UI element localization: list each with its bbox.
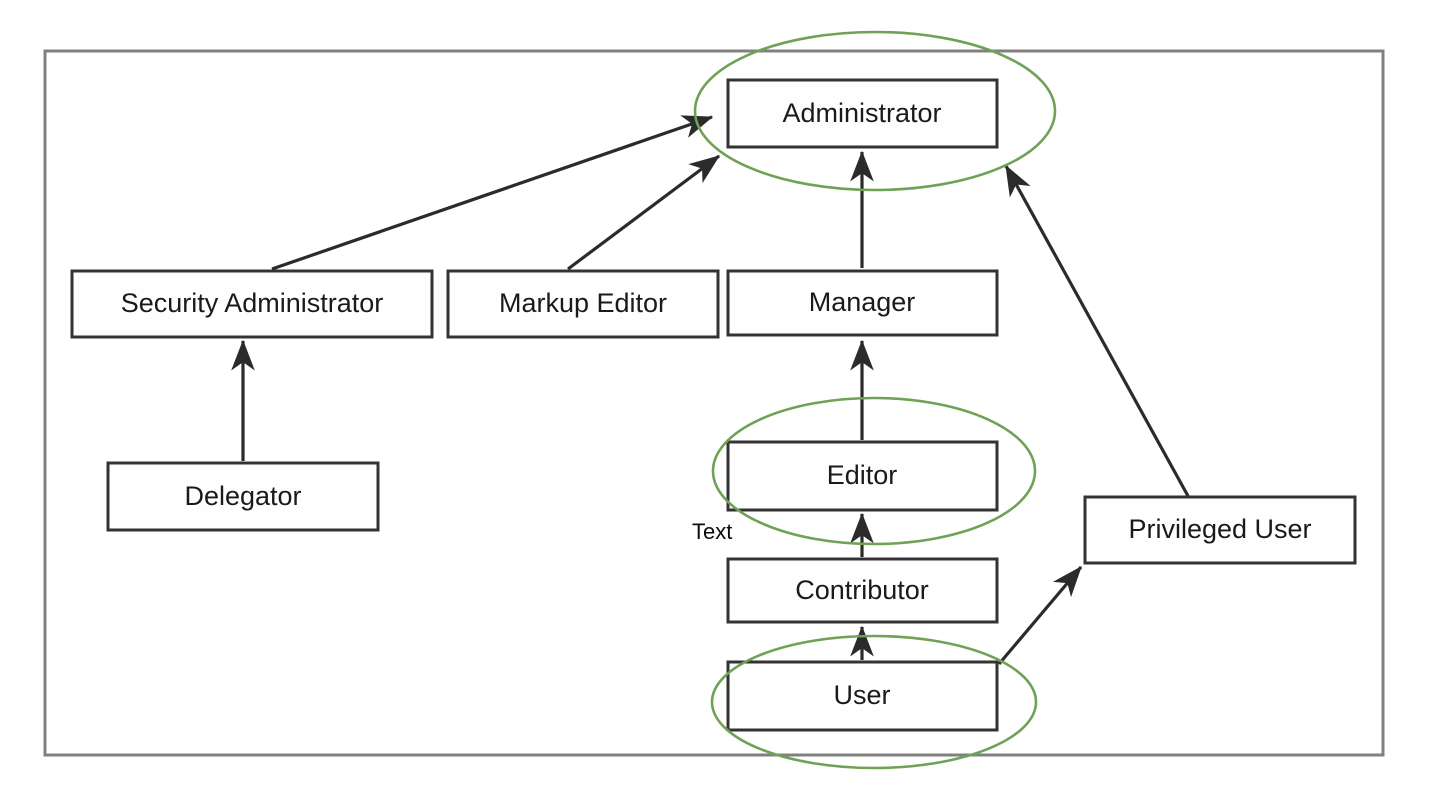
node-box-markup-editor[interactable] [446,269,720,339]
edge-security-administrator-to-administrator [271,115,714,271]
node-label-manager: Manager [809,287,916,317]
node-label-administrator: Administrator [782,98,941,128]
highlight-layer [693,30,1057,770]
node-box-editor[interactable] [726,440,999,512]
node-box-delegator[interactable] [106,461,380,532]
node-box-privileged-user[interactable] [1083,495,1357,565]
node-box-contributor[interactable] [726,557,999,624]
node-label-security-administrator: Security Administrator [121,288,384,318]
node-editor[interactable]: Editor [726,440,999,512]
highlight-ellipse-administrator [693,30,1057,192]
node-markup-editor[interactable]: Markup Editor [446,269,720,339]
node-contributor[interactable]: Contributor [726,557,999,624]
node-label-contributor: Contributor [795,575,929,605]
node-privileged-user[interactable]: Privileged User [1083,495,1357,565]
highlight-ellipse-editor [711,396,1037,546]
edge-privileged-user-to-administrator [1004,164,1190,497]
node-box-administrator[interactable] [726,78,999,149]
node-delegator[interactable]: Delegator [106,461,380,532]
node-box-manager[interactable] [726,269,999,337]
node-security-administrator[interactable]: Security Administrator [70,269,434,339]
node-user[interactable]: User [726,660,999,732]
node-administrator[interactable]: Administrator [726,78,999,149]
diagram-frame [43,49,1385,757]
edge-layer [231,115,1190,666]
node-label-delegator: Delegator [184,481,301,511]
annotation-text: Text [692,519,732,544]
edge-markup-editor-to-administrator [567,154,721,271]
node-box-user[interactable] [726,660,999,732]
node-manager[interactable]: Manager [726,269,999,337]
node-label-editor: Editor [827,460,898,490]
node-label-markup-editor: Markup Editor [499,288,667,318]
highlight-ellipse-user [710,634,1038,770]
node-label-privileged-user: Privileged User [1128,514,1311,544]
node-box-security-administrator[interactable] [70,269,434,339]
edge-user-to-privileged-user [997,565,1083,666]
node-label-user: User [833,680,890,710]
